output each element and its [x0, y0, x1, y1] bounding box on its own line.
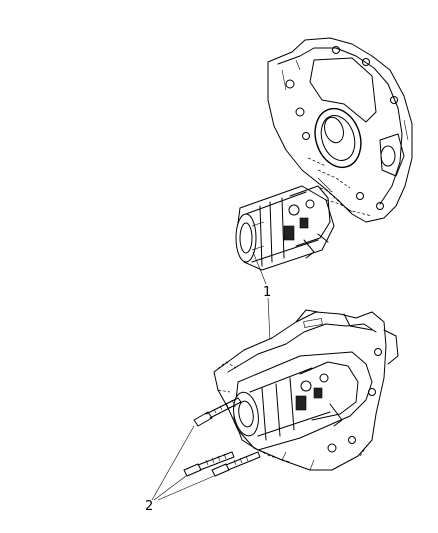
mounting-bolt-upper	[193, 397, 242, 427]
engine-assembly	[213, 309, 399, 471]
starter-motor	[235, 185, 347, 271]
leader-line-1	[252, 251, 267, 285]
leader-line-1b	[267, 297, 271, 341]
flywheel-housing	[267, 37, 413, 223]
callout-part-1: 1	[263, 285, 272, 300]
mounting-bolt-lower-right	[211, 451, 261, 477]
leader-line-2	[151, 425, 215, 501]
callout-part-2: 2	[145, 499, 154, 514]
mounting-bolt-lower-left	[183, 451, 235, 477]
